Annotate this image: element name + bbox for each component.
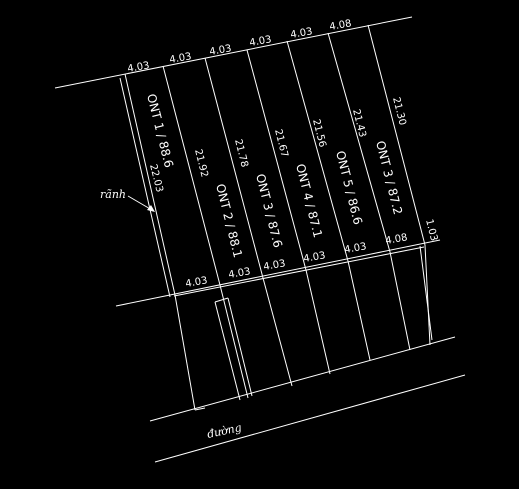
- lot-label-2: ONT 2 / 88.1: [213, 182, 245, 259]
- top-width-6: 4.08: [329, 18, 353, 33]
- lot-extension-6: [389, 251, 411, 351]
- bottom-width-6: 4.08: [385, 232, 409, 247]
- lot-extension-5: [347, 260, 371, 361]
- lot-divider-3: [204, 57, 264, 279]
- side-length-2: 21.92: [192, 148, 210, 178]
- lot-label-3: ONT 3 / 87.6: [253, 172, 285, 249]
- lot-extension-4: [305, 269, 331, 375]
- top-width-3: 4.03: [209, 43, 233, 58]
- ditch-leader-line: [127, 195, 153, 211]
- lot-label-1: ONT 1 / 88.6: [144, 92, 176, 169]
- inner-offset-line-2: [227, 297, 253, 397]
- edge-note: 1.03: [423, 218, 439, 242]
- lot-extension-2: [219, 284, 249, 399]
- lot-divider-1: [124, 73, 176, 296]
- lot-divider-6: [327, 32, 391, 253]
- road-label: đường: [206, 421, 243, 441]
- top-width-5: 4.03: [290, 26, 314, 41]
- road-edge-upper: [149, 336, 456, 422]
- lot-label-4: ONT 4 / 87.1: [293, 162, 325, 239]
- ditch-arrow-icon: [147, 205, 155, 212]
- top-width-4: 4.03: [249, 34, 273, 49]
- inner-offset-line: [214, 301, 241, 401]
- lot-divider-5: [286, 40, 349, 262]
- bottom-width-1: 4.03: [185, 275, 209, 290]
- bottom-width-5: 4.03: [344, 241, 368, 256]
- ditch-label: rãnh: [100, 188, 126, 201]
- lot-extension-7b: [419, 245, 433, 341]
- lot-extension-7: [424, 244, 431, 346]
- side-length-3: 21.78: [232, 138, 250, 168]
- side-length-6: 21.43: [350, 108, 368, 138]
- bottom-width-2: 4.03: [228, 266, 252, 281]
- lot-divider-4: [246, 49, 307, 271]
- lot-divider-7: [367, 24, 426, 246]
- inner-cross-line: [214, 297, 229, 303]
- road-edge-lower: [154, 374, 466, 463]
- top-width-1: 4.03: [127, 60, 151, 75]
- lot-label-5: ONT 5 / 86.6: [333, 149, 365, 226]
- lot-extension-3: [262, 277, 293, 387]
- bottom-width-4: 4.03: [303, 250, 327, 265]
- lot-extension-1: [174, 294, 196, 411]
- top-width-2: 4.03: [169, 51, 193, 66]
- top-boundary-line: [54, 16, 413, 89]
- bottom-width-3: 4.03: [263, 258, 287, 273]
- parcel-base-line: [173, 246, 425, 297]
- road-stub: [194, 407, 206, 411]
- lot-divider-2: [162, 65, 221, 286]
- ditch-line: [119, 77, 171, 298]
